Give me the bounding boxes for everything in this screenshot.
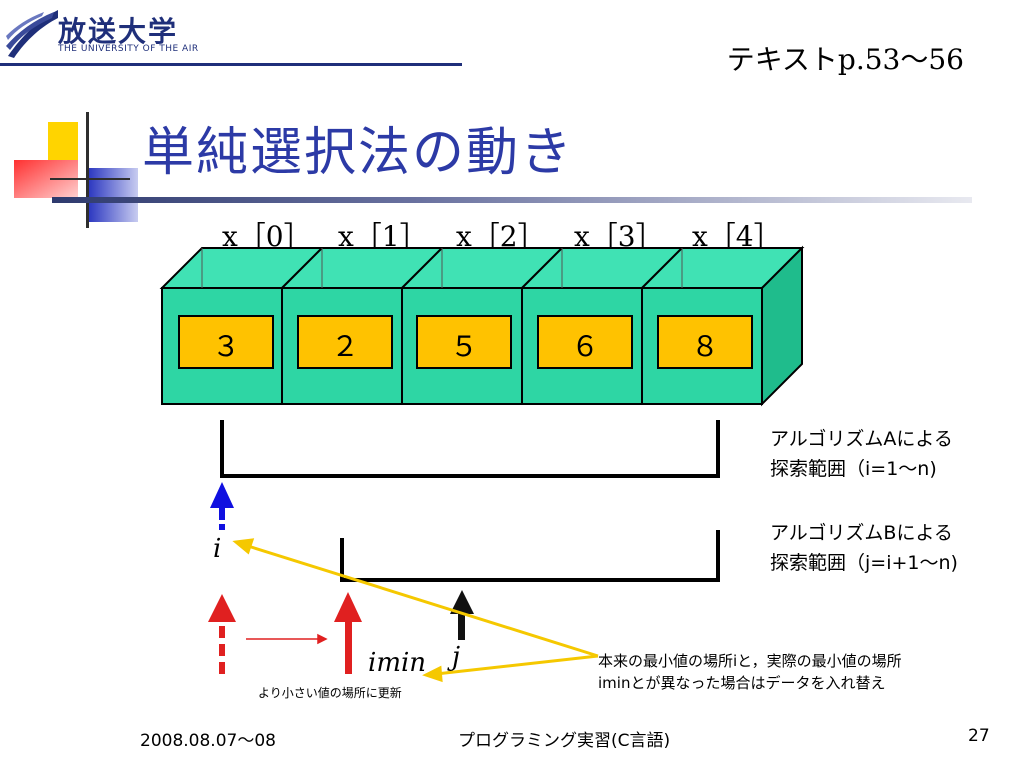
logo-subtitle: THE UNIVERSITY OF THE AIR (58, 44, 199, 54)
swap-note: 本来の最小値の場所iと，実際の最小値の場所 iminとが異なった場合はデータを入… (598, 650, 902, 694)
value-3: ６ (570, 330, 599, 363)
header-rule (0, 63, 462, 66)
range-b-line1: アルゴリズムBによる (770, 522, 953, 544)
value-2: ５ (449, 330, 478, 363)
range-a-note: アルゴリズムAによる 探索範囲（i=1〜n) (770, 424, 953, 484)
swap-note-line2: iminとが異なった場合はデータを入れ替え (598, 674, 886, 692)
j-label: j (452, 642, 461, 672)
range-a-bracket (220, 420, 720, 478)
update-arrow (246, 633, 328, 645)
value-cell-4 (657, 315, 753, 369)
swap-note-line1: 本来の最小値の場所iと，実際の最小値の場所 (598, 652, 902, 670)
imin-label: imin (368, 648, 427, 678)
value-cell-1 (297, 315, 393, 369)
smaller-value-note: より小さい値の場所に更新 (258, 686, 402, 700)
decor-vertical-line (86, 112, 89, 228)
value-0: ３ (211, 330, 240, 363)
i-label: i (213, 534, 222, 564)
value-4: ８ (690, 330, 719, 363)
text-reference: テキストp.53〜56 (726, 43, 964, 76)
logo-text: 放送大学 (58, 15, 179, 48)
decor-blue-square (88, 168, 138, 222)
swap-pointer-lines (232, 538, 599, 683)
value-1: ２ (330, 330, 359, 363)
decor-yellow-square (48, 122, 78, 164)
value-cell-0 (178, 315, 274, 369)
decor-horizontal-line (50, 178, 130, 180)
previous-imin-arrow (208, 594, 236, 674)
title-rule (52, 197, 972, 203)
university-logo-icon (6, 10, 58, 58)
footer-date: 2008.08.07〜08 (140, 731, 276, 751)
range-b-bracket (340, 530, 720, 582)
value-cell-3 (537, 315, 633, 369)
imin-arrow (334, 592, 362, 674)
j-arrow (450, 590, 474, 640)
i-arrow (210, 482, 234, 530)
slide-title: 単純選択法の動き (142, 123, 575, 183)
footer-page-number: 27 (968, 726, 990, 746)
range-b-line2: 探索範囲（j=i+1〜n) (770, 552, 958, 574)
range-a-line1: アルゴリズムAによる (770, 428, 953, 450)
value-cell-2 (416, 315, 512, 369)
range-a-line2: 探索範囲（i=1〜n) (770, 458, 937, 480)
range-b-note: アルゴリズムBによる 探索範囲（j=i+1〜n) (770, 518, 958, 578)
footer-course: プログラミング実習(C言語) (458, 731, 671, 751)
